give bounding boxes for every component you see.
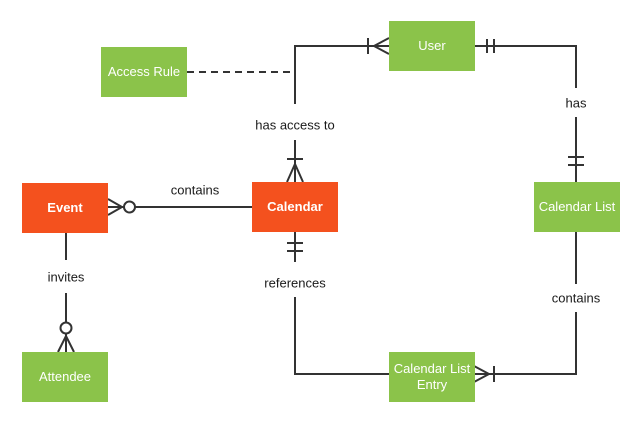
relationship-label-contains-event-calendar: contains [167, 182, 223, 198]
entity-attendee[interactable]: Attendee [22, 352, 108, 402]
relationship-label-contains-calendar-list: contains [548, 290, 604, 306]
connector-user-has-access-to-calendar [286, 37, 390, 183]
connector-event-invites-attendee [57, 233, 75, 353]
relationship-label-invites: invites [44, 269, 88, 285]
entity-event[interactable]: Event [22, 183, 108, 233]
cardinality-one-and-only-one-marker-user-end [486, 39, 495, 53]
cardinality-one-and-only-one-marker-calendar-end [287, 242, 303, 252]
connector-user-has-calendar-list [474, 39, 584, 182]
relationship-label-has: has [562, 95, 590, 111]
cardinality-zero-or-many-marker-attendee-end [57, 321, 75, 353]
connector-event-contains-calendar [107, 198, 252, 216]
cardinality-one-or-many-marker-calendar-end [286, 158, 304, 183]
relationship-label-has-access-to: has access to [252, 117, 338, 133]
entity-user[interactable]: User [389, 21, 475, 71]
entity-calendar[interactable]: Calendar [252, 182, 338, 232]
relationship-label-references: references [261, 275, 329, 291]
cardinality-one-or-many-marker-entry-end [473, 365, 495, 383]
cardinality-one-or-many-marker-user-end [367, 37, 390, 55]
cardinality-zero-or-many-marker [107, 198, 136, 216]
entity-calendar-list-entry[interactable]: Calendar List Entry [389, 352, 475, 402]
cardinality-one-and-only-one-marker-calendar-list-end [568, 156, 584, 166]
entity-calendar-list[interactable]: Calendar List [534, 182, 620, 232]
entity-access-rule[interactable]: Access Rule [101, 47, 187, 97]
connector-calendar-list-contains-entry [473, 232, 577, 383]
connector-calendar-references-entry [287, 232, 389, 375]
